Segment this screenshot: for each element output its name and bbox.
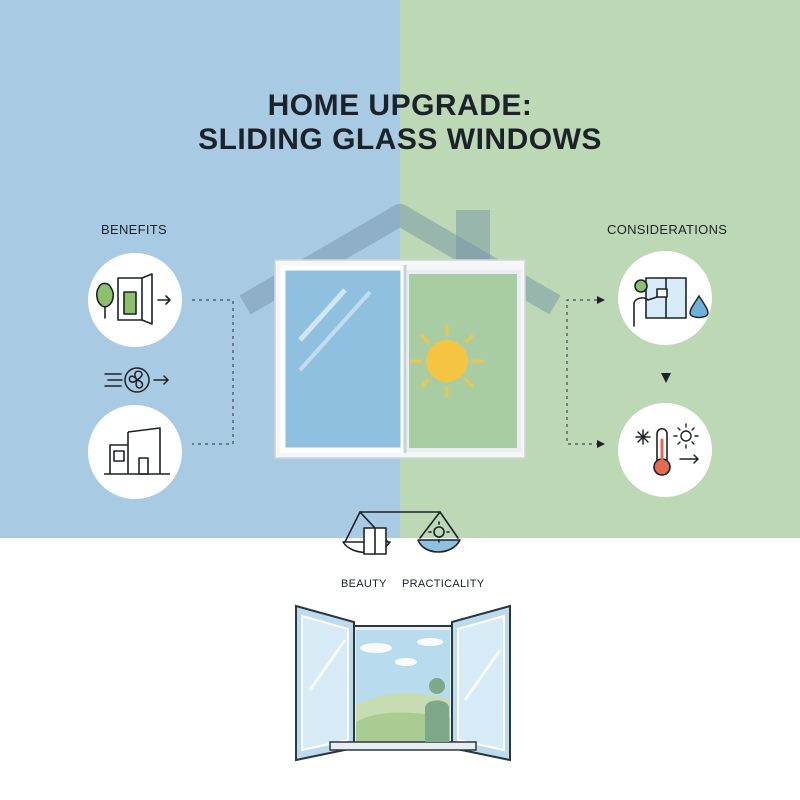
thermometer-icon <box>653 427 671 476</box>
page-title-line-1: HOME UPGRADE: <box>267 89 533 122</box>
considerations-heading: CONSIDERATIONS <box>607 222 728 237</box>
window-cleaning-icon <box>633 277 687 327</box>
connector-arrow-2 <box>597 440 605 448</box>
practicality-label: PRACTICALITY <box>402 578 485 590</box>
open-window-icon <box>295 604 511 762</box>
beauty-label: BEAUTY <box>341 578 387 590</box>
arrow-right-icon <box>679 454 700 464</box>
person-silhouette-icon <box>425 678 449 742</box>
consideration-circle-2 <box>618 403 712 497</box>
fan-airflow-icon <box>104 367 170 393</box>
tree-door-icon <box>95 273 171 325</box>
modern-house-icon <box>104 427 170 475</box>
sun-small-icon <box>673 423 699 449</box>
balance-scale-icon <box>342 511 461 555</box>
down-arrow-icon <box>661 373 671 383</box>
snowflake-icon <box>635 429 651 445</box>
benefit-circle-2 <box>88 405 182 499</box>
water-drop-icon <box>689 294 709 319</box>
page-title-line-2: SLIDING GLASS WINDOWS <box>198 123 602 156</box>
sliding-window-icon <box>274 259 526 459</box>
connector-lines <box>192 299 597 445</box>
connector-arrow-1 <box>597 296 605 304</box>
sun-icon <box>410 324 484 398</box>
benefits-heading: BENEFITS <box>101 222 167 237</box>
